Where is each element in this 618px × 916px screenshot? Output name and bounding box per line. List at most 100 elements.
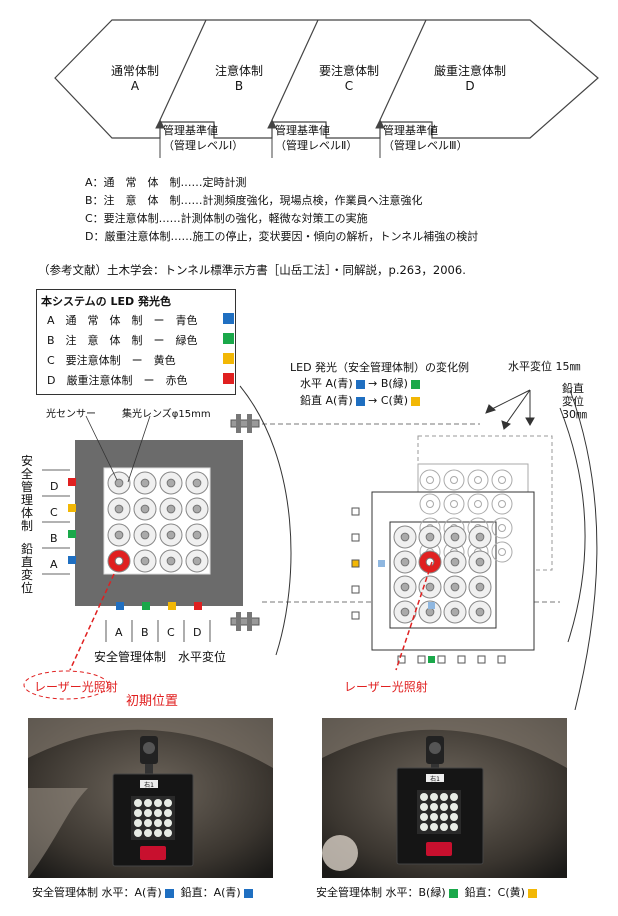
led-sensor xyxy=(450,476,458,484)
photo-led xyxy=(430,793,438,801)
level-c-letter: C xyxy=(344,79,354,93)
photo-led xyxy=(164,829,172,837)
led-sensor xyxy=(166,478,176,488)
photo-led xyxy=(430,813,438,821)
threshold-3-title: 管理基準値 xyxy=(383,124,438,137)
divider-bc xyxy=(271,19,319,121)
threshold-1-title: 管理基準値 xyxy=(163,124,218,137)
col-letter-b: B xyxy=(141,626,149,639)
vertical-to-swatch xyxy=(411,396,421,406)
tunnel-wall-arc-right-2 xyxy=(559,407,586,643)
led-sensor xyxy=(475,582,485,592)
led-sensor xyxy=(498,524,506,532)
led-lens xyxy=(491,493,513,515)
col-indicator xyxy=(397,655,406,664)
level-d-name: 厳重注意体制 xyxy=(433,64,506,78)
led-sensor xyxy=(140,504,150,514)
photo-1-caption: 安全管理体制 水平：A(青) 鉛直：A(青) xyxy=(32,884,253,900)
level-a-name: 通常体制 xyxy=(110,64,159,78)
photo-2-caption-prefix: 安全管理体制 xyxy=(316,886,382,899)
photo-2-led-grid xyxy=(420,793,458,831)
photo-led xyxy=(430,823,438,831)
photo-1-caption-prefix: 安全管理体制 xyxy=(32,886,98,899)
reference-citation: （参考文献）土木学会：トンネル標準示方書［山岳工法］・同解説，p.263，200… xyxy=(38,263,466,277)
left-col-indicators xyxy=(116,602,202,610)
horizontal-from: A(青) xyxy=(325,377,353,390)
photo-led xyxy=(440,803,448,811)
divider-ab xyxy=(159,19,207,121)
photo-led xyxy=(430,803,438,811)
level-b: 注意体制 B xyxy=(204,64,274,94)
photo-1-caption-vertical: 鉛直：A(青) xyxy=(180,886,241,899)
row-letter-a: A xyxy=(50,558,58,571)
photo-2-plate-label: 右1 xyxy=(430,775,440,783)
vertical-from-swatch xyxy=(355,396,365,406)
led-sensor xyxy=(166,530,176,540)
right-led-grid xyxy=(393,525,492,624)
right-col-indicators xyxy=(397,602,506,664)
photo-led xyxy=(154,819,162,827)
led-sensor xyxy=(114,530,124,540)
col-letter-c: C xyxy=(167,626,175,639)
photo-2-caption-horizontal: 水平：B(緑) xyxy=(385,886,446,899)
tunnel-wall-arc-left xyxy=(239,385,292,656)
photo-1-caption-v-swatch xyxy=(243,888,253,898)
right-row-indicators xyxy=(351,507,385,620)
photo-displaced-svg: 右1 xyxy=(322,718,567,878)
displacement-arrows xyxy=(485,389,535,430)
row-indicator xyxy=(351,585,360,594)
level-a: 通常体制 A xyxy=(100,64,170,94)
photo-displaced-position: 右1 xyxy=(322,718,567,878)
led-sensor xyxy=(425,532,435,542)
photo-led xyxy=(154,829,162,837)
led-sensor xyxy=(400,582,410,592)
bottom-bolt xyxy=(230,612,260,631)
led-sensor xyxy=(450,557,460,567)
photo-led xyxy=(450,823,458,831)
photo-led xyxy=(144,809,152,817)
photo-led xyxy=(134,799,142,807)
col-letter-d: D xyxy=(193,626,202,639)
threshold-arrows xyxy=(155,118,385,158)
led-sensor xyxy=(400,532,410,542)
definition-b: B：注 意 体 制……計測頻度強化，現場点検，作業員へ注意強化 xyxy=(85,194,423,207)
led-sensor xyxy=(114,504,124,514)
initial-position-label: 初期位置 xyxy=(126,694,179,709)
col-indicator xyxy=(437,655,446,664)
photo-led xyxy=(420,803,428,811)
threshold-3-level: （管理レベルⅢ） xyxy=(383,139,468,152)
vertical-label-vertical-displacement: 鉛直変位 xyxy=(20,542,33,595)
level-c: 要注意体制 C xyxy=(306,64,392,94)
definition-a: A：通 常 体 制……定時計測 xyxy=(85,176,247,189)
led-sensor xyxy=(450,607,460,617)
led-lens xyxy=(419,493,441,515)
right-laser-label: レーザー光照射 xyxy=(344,680,428,694)
led-sensor xyxy=(192,556,202,566)
photo-1-led-grid xyxy=(134,799,172,837)
led-color-legend: 本システムの LED 発光色 A 通 常 体 制 ー 青色 B 注 意 体 制 … xyxy=(36,289,236,395)
vertical-to: C(黄) xyxy=(380,394,409,407)
led-sensor xyxy=(192,504,202,514)
row-indicator xyxy=(68,478,76,486)
led-lens xyxy=(491,517,513,539)
led-sensor xyxy=(425,607,435,617)
horizontal-displacement-label: 水平変位 15㎜ xyxy=(508,360,581,373)
photo-led xyxy=(134,829,142,837)
led-sensor xyxy=(475,557,485,567)
bottom-label-horizontal: 水平変位 xyxy=(178,650,227,664)
left-laser-label: レーザー光照射 xyxy=(34,680,118,694)
led-sensor xyxy=(140,556,150,566)
row-indicator xyxy=(351,507,360,516)
photo-led xyxy=(144,799,152,807)
led-lens xyxy=(491,541,513,563)
led-sensor xyxy=(426,476,434,484)
definition-c: C：要注意体制……計測体制の強化，軽微な対策工の実施 xyxy=(85,212,368,225)
divider-cd xyxy=(379,19,427,121)
col-indicator xyxy=(497,655,506,664)
led-lens xyxy=(467,493,489,515)
horizontal-to: B(緑) xyxy=(380,377,408,390)
row-indicator-ghost xyxy=(378,560,385,567)
photo-initial-svg: 右1 xyxy=(28,718,273,878)
led-sensor xyxy=(498,500,506,508)
led-change-horizontal: 水平 A(青) → B(緑) xyxy=(300,375,420,391)
